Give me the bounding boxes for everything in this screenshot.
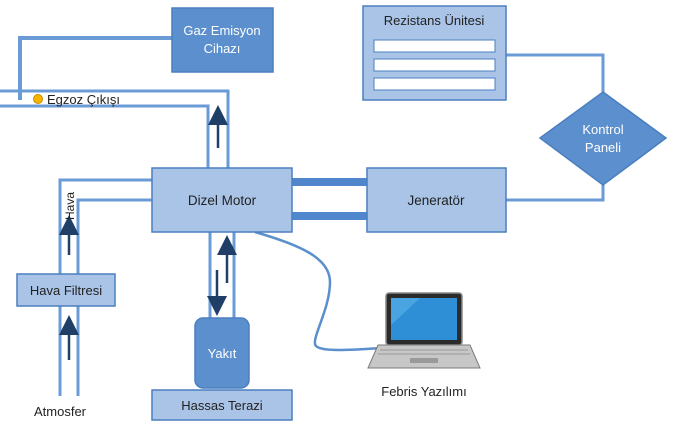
gas-emission-label-line1: Gaz Emisyon xyxy=(183,23,260,38)
air-filter-box xyxy=(16,273,116,307)
resistance-unit-label: Rezistans Ünitesi xyxy=(384,13,485,28)
exhaust-pipe-outer xyxy=(0,89,230,168)
resistance-slot-2 xyxy=(373,58,496,72)
resistance-control-wire xyxy=(506,53,605,92)
software-label: Febris Yazılımı xyxy=(381,384,466,399)
laptop-icon xyxy=(367,292,481,369)
gas-emission-label-line2: Cihazı xyxy=(204,41,241,56)
gas-emission-device-box xyxy=(171,7,274,73)
exhaust-outlet-label: Egzoz Çıkışı xyxy=(47,92,120,107)
resistance-slot-3 xyxy=(373,77,496,91)
air-label: Hava xyxy=(63,192,77,220)
control-panel-diamond xyxy=(538,91,668,186)
generator-control-wire xyxy=(506,185,605,202)
precision-scale-label: Hassas Terazi xyxy=(181,398,263,413)
diesel-engine-box xyxy=(151,167,293,233)
data-cable xyxy=(254,230,383,352)
control-panel-label-line2: Paneli xyxy=(585,140,621,155)
exhaust-pipe-inner xyxy=(0,104,210,168)
air-filter-label: Hava Filtresi xyxy=(30,283,102,298)
atmosphere-label: Atmosfer xyxy=(34,404,87,419)
exhaust-junction-dot xyxy=(33,94,43,104)
diesel-engine-label: Dizel Motor xyxy=(188,193,257,208)
shaft-lower xyxy=(292,212,367,220)
precision-scale-box xyxy=(151,389,293,421)
generator-label: Jeneratör xyxy=(407,193,465,208)
resistance-slot-1 xyxy=(373,39,496,53)
shaft-upper xyxy=(292,178,367,186)
generator-box xyxy=(366,167,507,233)
fuel-tank-box xyxy=(194,317,250,389)
fuel-label: Yakıt xyxy=(208,346,237,361)
gas-emission-pipe xyxy=(18,36,172,100)
control-panel-label-line1: Kontrol xyxy=(582,122,623,137)
